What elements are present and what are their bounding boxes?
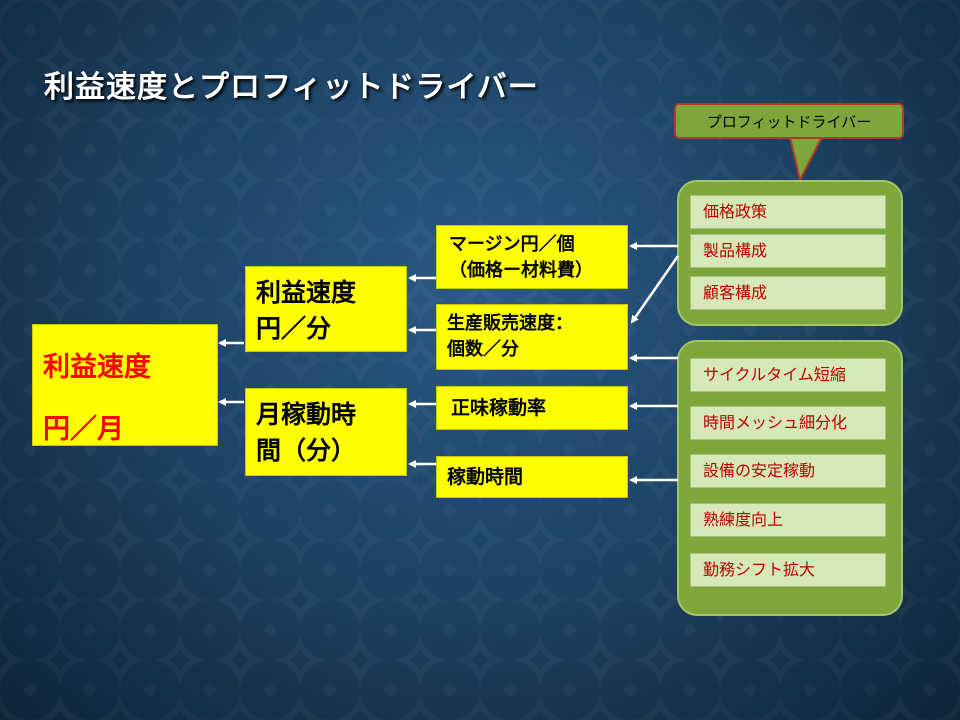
driver-item: 価格政策 [690, 195, 886, 229]
driver-item: 時間メッシュ細分化 [690, 406, 886, 440]
callout-label: プロフィットドライバー [706, 112, 872, 131]
driver-item: サイクルタイム短縮 [690, 358, 886, 392]
arrow [630, 255, 680, 324]
driver-item: 設備の安定稼動 [690, 454, 886, 488]
operating-time-label: 稼動時間 [447, 466, 524, 488]
profit-speed-line1: 利益速度 [256, 278, 357, 307]
profit-speed-per-minute-box: 利益速度 円／分 [245, 266, 407, 352]
production-speed-box: 生産販売速度： 個数／分 [436, 304, 628, 370]
margin-line2: （価格ー材料費） [449, 260, 593, 281]
margin-line1: マージン円／個 [449, 234, 575, 255]
production-speed-line2: 個数／分 [447, 339, 519, 360]
slide-title: 利益速度とプロフィットドライバー [44, 70, 539, 105]
operating-time-box: 稼動時間 [436, 456, 628, 498]
margin-box: マージン円／個 （価格ー材料費） [436, 225, 628, 289]
main-box-line1: 利益速度 [43, 352, 151, 383]
profit-driver-callout: プロフィットドライバー [674, 103, 904, 139]
profit-speed-line2: 円／分 [256, 314, 332, 343]
profit-speed-per-month-box: 利益速度 円／月 [32, 324, 218, 446]
monthly-operating-time-box: 月稼動時 間（分） [245, 388, 407, 476]
net-utilization-box: 正味稼動率 [436, 386, 628, 430]
driver-item: 製品構成 [690, 234, 886, 268]
main-box-line2: 円／月 [43, 414, 124, 445]
production-speed-line1: 生産販売速度： [447, 313, 573, 334]
utilization-label: 正味稼動率 [451, 397, 547, 419]
driver-item: 顧客構成 [690, 276, 886, 310]
driver-item: 熟練度向上 [690, 503, 886, 537]
driver-item: 勤務シフト拡大 [690, 553, 886, 587]
monthly-time-line2: 間（分） [256, 436, 357, 465]
monthly-time-line1: 月稼動時 [256, 400, 357, 429]
